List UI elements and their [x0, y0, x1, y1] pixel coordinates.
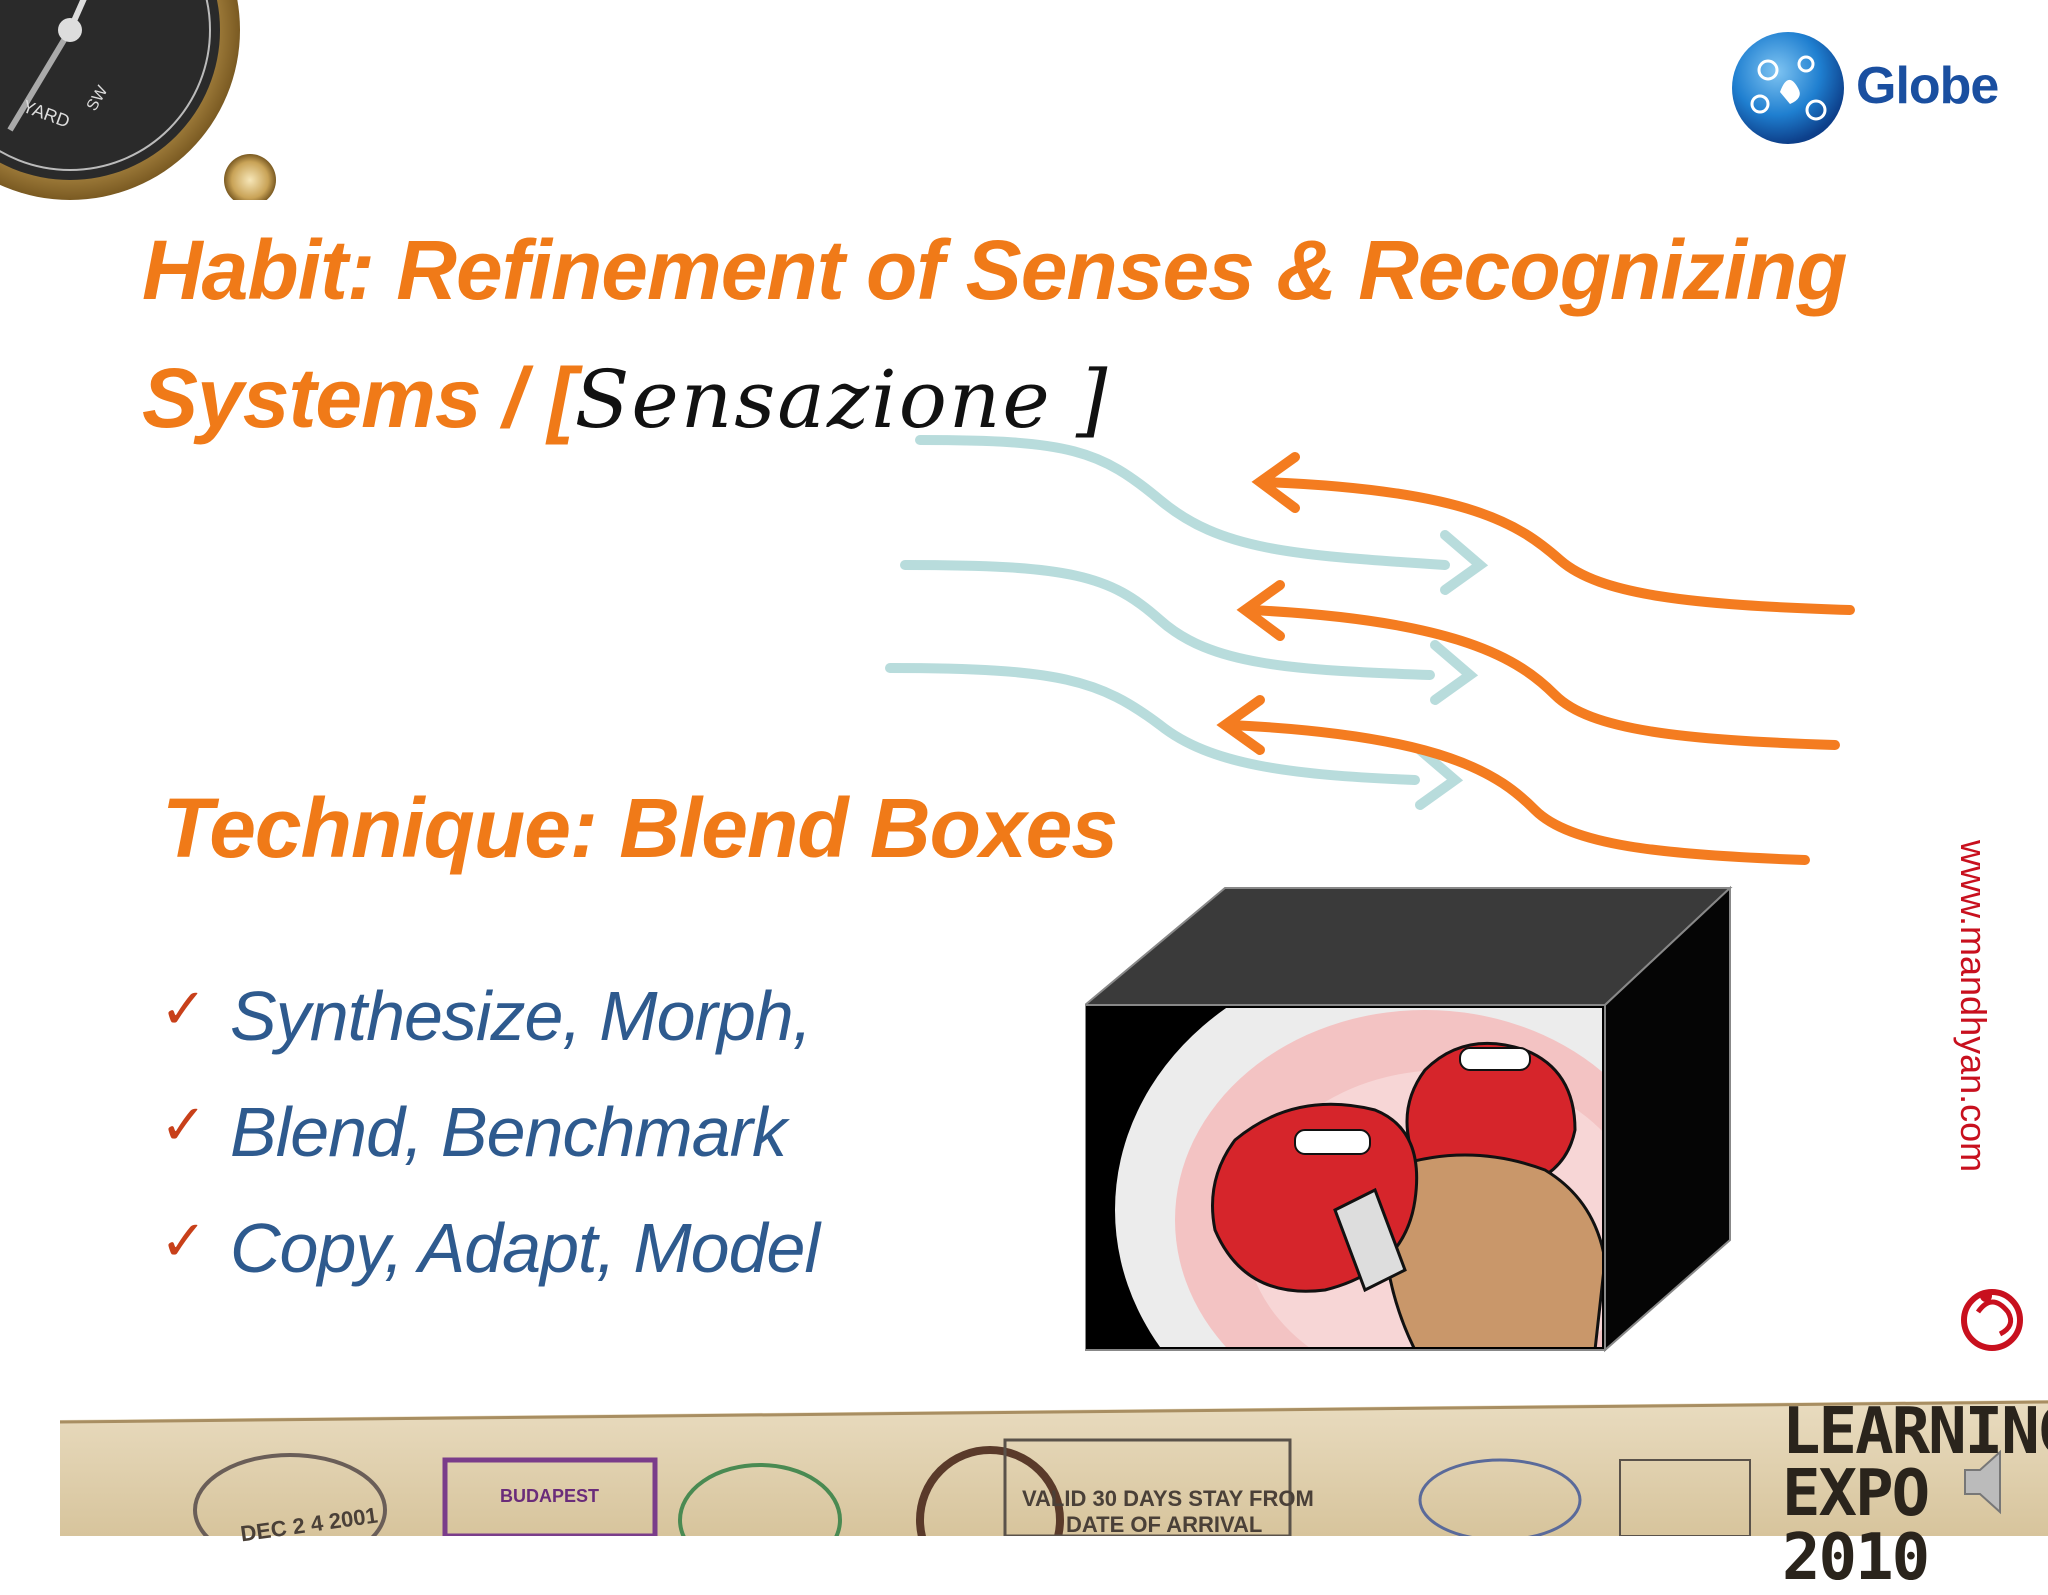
- title-bracket-open: [: [547, 351, 576, 445]
- light-arrow-3-head: [1415, 745, 1464, 810]
- title-script-word: Sensazione: [574, 353, 1052, 446]
- title-bracket-close: ]: [1051, 353, 1107, 446]
- orange-arrow-2-head: [1236, 580, 1285, 641]
- learning-expo-line1: LEARNING: [1782, 1395, 2048, 1469]
- bullet-item: ✓ Copy, Adapt, Model: [160, 1208, 820, 1288]
- orange-arrow-1: [1260, 477, 1855, 615]
- stamp-arrival: DATE OF ARRIVAL: [1066, 1512, 1263, 1537]
- bullet-text: Copy, Adapt, Model: [230, 1209, 820, 1287]
- orange-arrow-1-head: [1251, 452, 1300, 513]
- orange-arrow-3-head: [1216, 695, 1265, 755]
- stamp-city: BUDAPEST: [500, 1486, 600, 1506]
- website-url: www.mandhyan.com: [1953, 840, 1994, 1173]
- swirl-logo-icon: [1961, 1289, 2023, 1351]
- technique-heading: Technique: Blend Boxes: [162, 781, 1118, 875]
- orange-arrow-3: [1225, 720, 1810, 865]
- passport-stamps-banner: [60, 1400, 2048, 1536]
- bullet-text: Blend, Benchmark: [230, 1093, 787, 1171]
- orange-arrow-2: [1245, 605, 1840, 750]
- website-url-container: www.mandhyan.com: [1953, 840, 1998, 1172]
- light-arrow-2: [900, 560, 1435, 680]
- blend-box-image: [1085, 885, 1733, 1353]
- bullet-item: ✓ Blend, Benchmark: [160, 1092, 787, 1172]
- globe-logo-icon: [1732, 32, 1844, 144]
- globe-logo-text: Globe: [1856, 57, 1999, 115]
- check-icon: ✓: [160, 977, 207, 1042]
- slide-title-line1: Habit: Refinement of Senses & Recognizin…: [142, 223, 1848, 317]
- light-arrow-3: [885, 663, 1420, 785]
- title-prefix: Systems /: [142, 351, 548, 445]
- bullet-item: ✓ Synthesize, Morph,: [160, 976, 812, 1056]
- stamp-valid: VALID 30 DAYS STAY FROM: [1022, 1486, 1314, 1511]
- compass-image: YARD SW: [0, 0, 276, 200]
- slide-title-line2: Systems / [Sensazione ]: [142, 350, 1107, 447]
- light-arrow-1-head: [1440, 530, 1489, 595]
- speaker-icon: [1964, 1449, 2001, 1515]
- bullet-text: Synthesize, Morph,: [230, 977, 812, 1055]
- light-arrow-1: [915, 435, 1450, 570]
- learning-expo-line2: EXPO 2010: [1782, 1457, 1930, 1595]
- light-arrow-2-head: [1430, 640, 1479, 705]
- check-icon: ✓: [160, 1093, 207, 1158]
- check-icon: ✓: [160, 1209, 207, 1274]
- blend-arrows-graphic: [885, 435, 1855, 865]
